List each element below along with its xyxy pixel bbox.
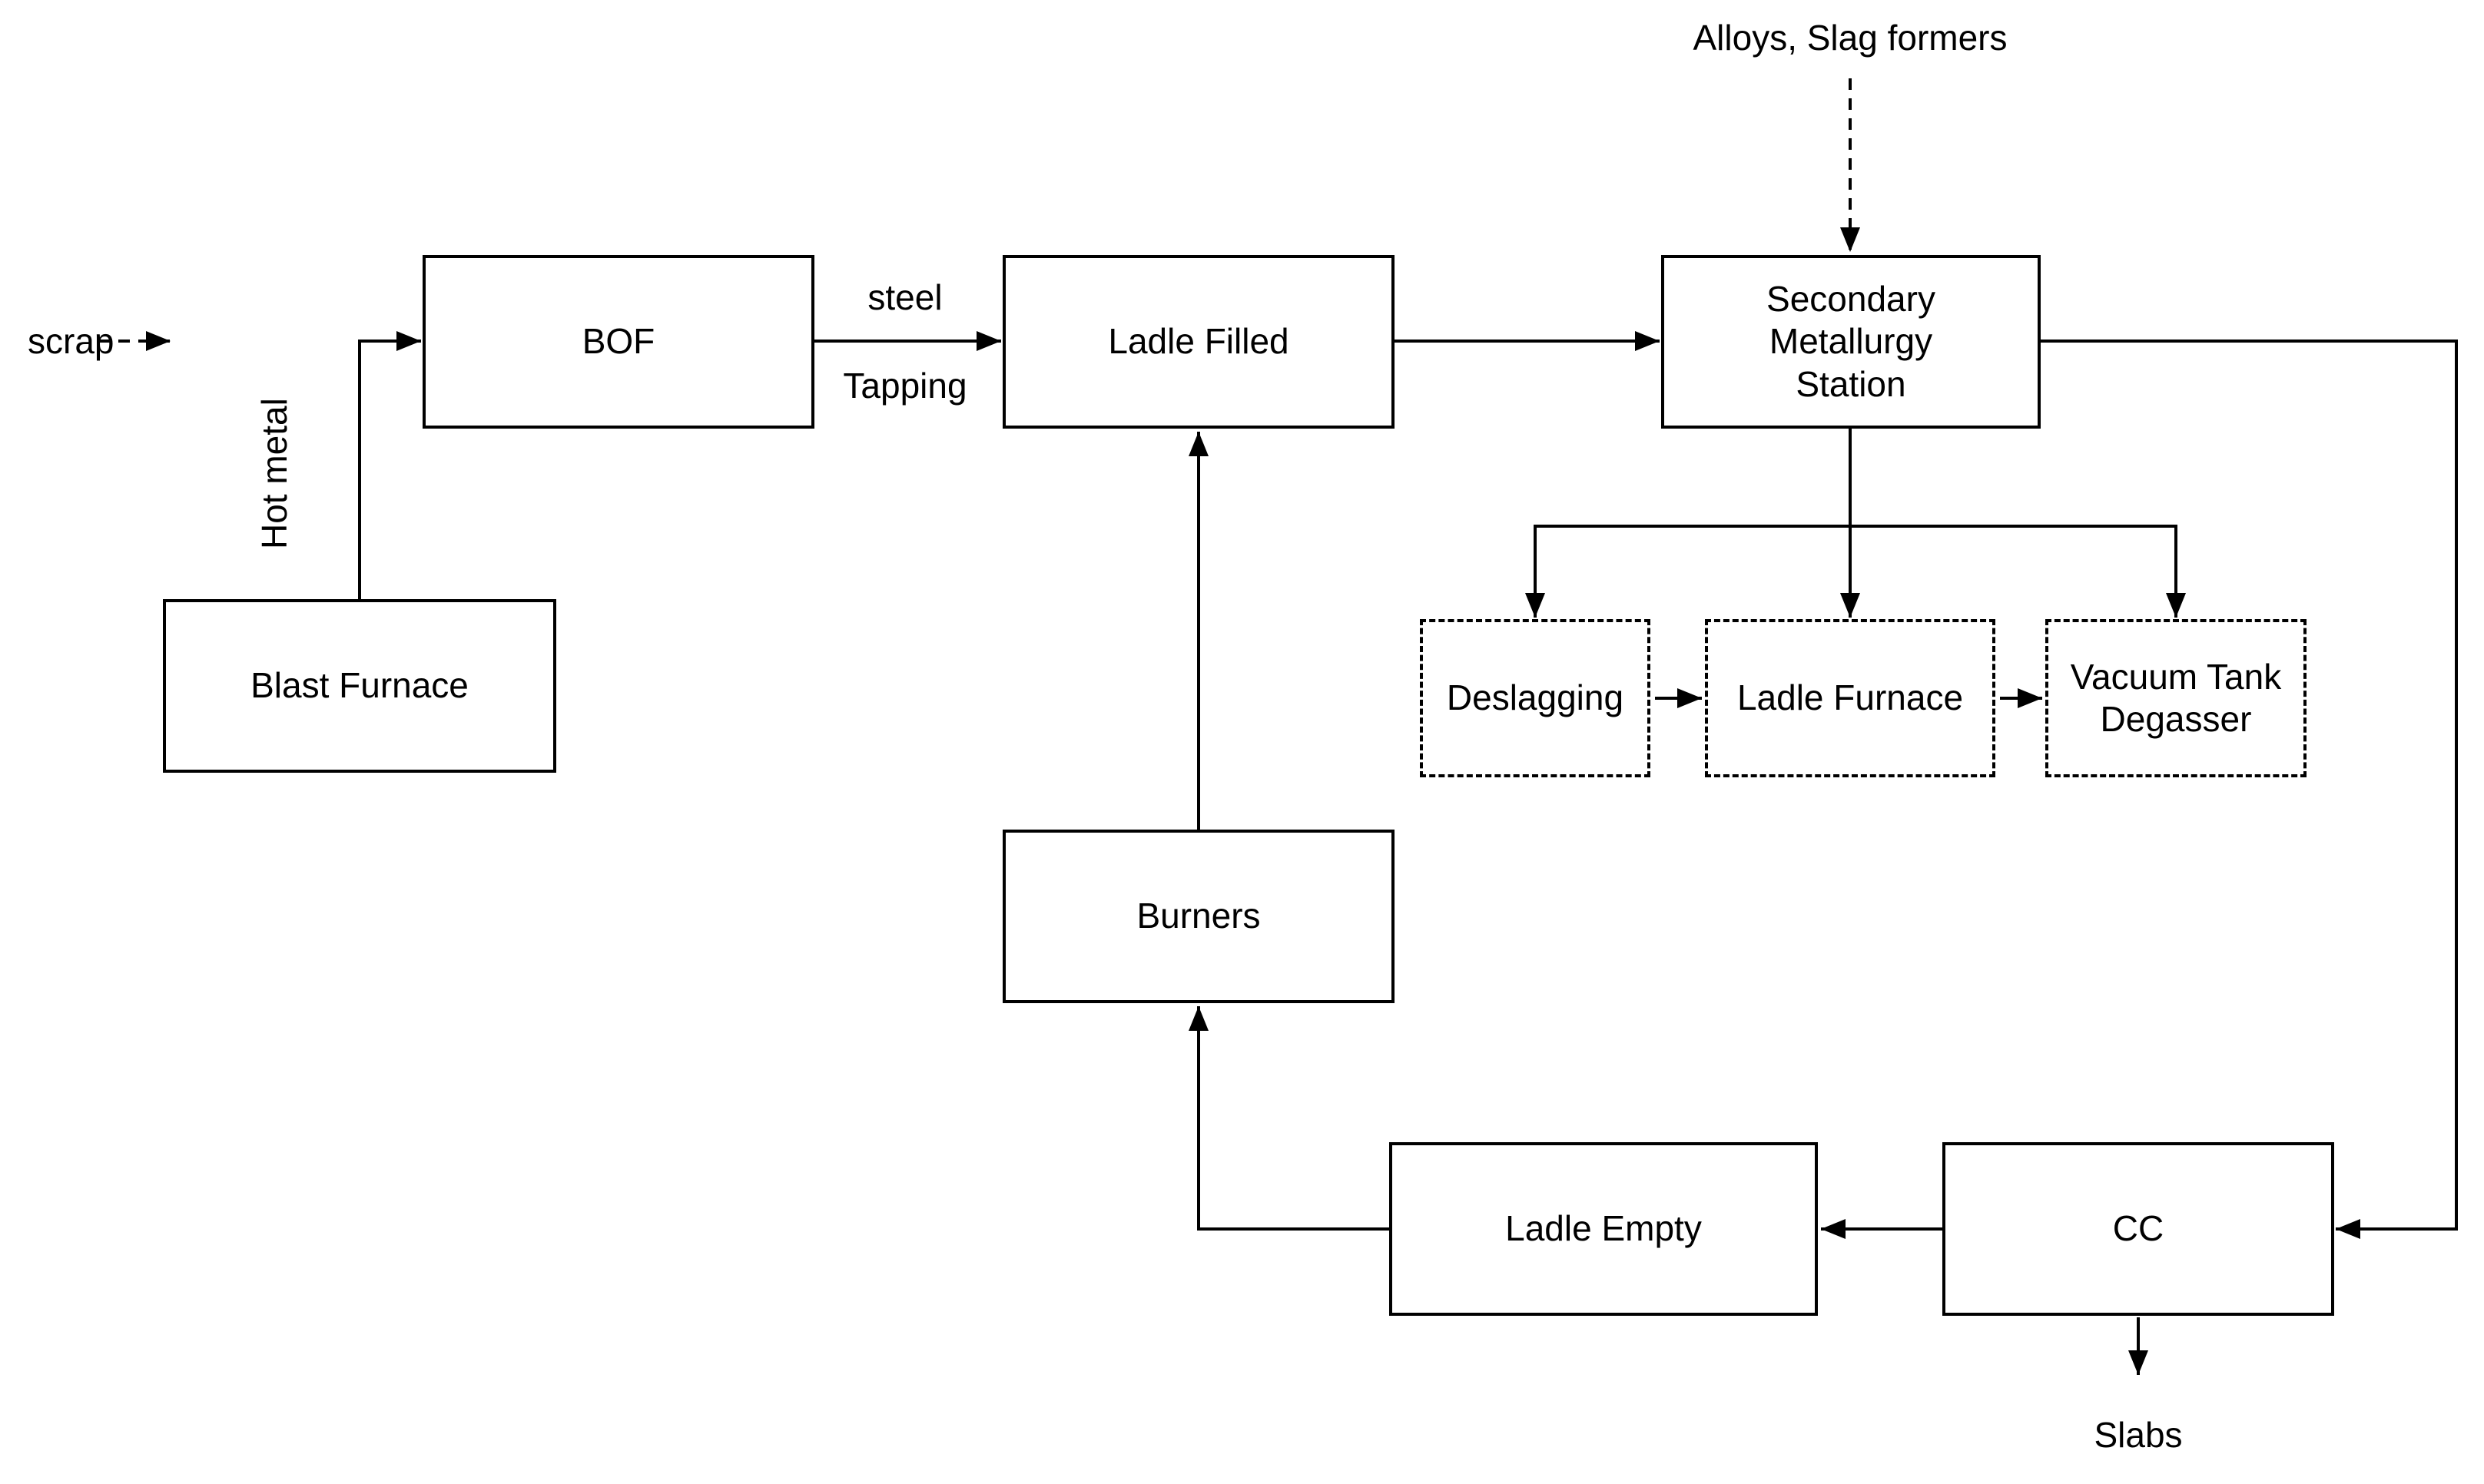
node-burners: Burners bbox=[1003, 830, 1395, 1003]
node-cc: CC bbox=[1942, 1142, 2334, 1316]
edge-label-hot-metal: Hot metal bbox=[254, 398, 294, 549]
node-secondary-metallurgy-station: Secondary Metallurgy Station bbox=[1661, 255, 2041, 429]
edge-label-slabs: Slabs bbox=[2094, 1415, 2183, 1455]
node-ladle-empty: Ladle Empty bbox=[1389, 1142, 1818, 1316]
edge-label-alloys-slag-formers: Alloys, Slag formers bbox=[1693, 18, 2008, 58]
edge-blast-furnace-to-bof bbox=[358, 331, 421, 601]
edge-secondary-to-cc bbox=[2039, 340, 2458, 1239]
node-ladle-furnace: Ladle Furnace bbox=[1705, 619, 1995, 777]
node-ladle-filled: Ladle Filled bbox=[1003, 255, 1395, 429]
node-blast-furnace: Blast Furnace bbox=[163, 599, 556, 773]
node-vacuum-tank-degasser: Vacuum Tank Degasser bbox=[2045, 619, 2307, 777]
node-bof: BOF bbox=[423, 255, 814, 429]
edge-ladle-empty-to-burners bbox=[1189, 1006, 1391, 1231]
edge-label-steel: steel bbox=[867, 277, 943, 317]
edge-label-scrap: scrap bbox=[28, 321, 114, 361]
edge-label-tapping: Tapping bbox=[843, 366, 967, 406]
node-deslagging: Deslagging bbox=[1420, 619, 1650, 777]
